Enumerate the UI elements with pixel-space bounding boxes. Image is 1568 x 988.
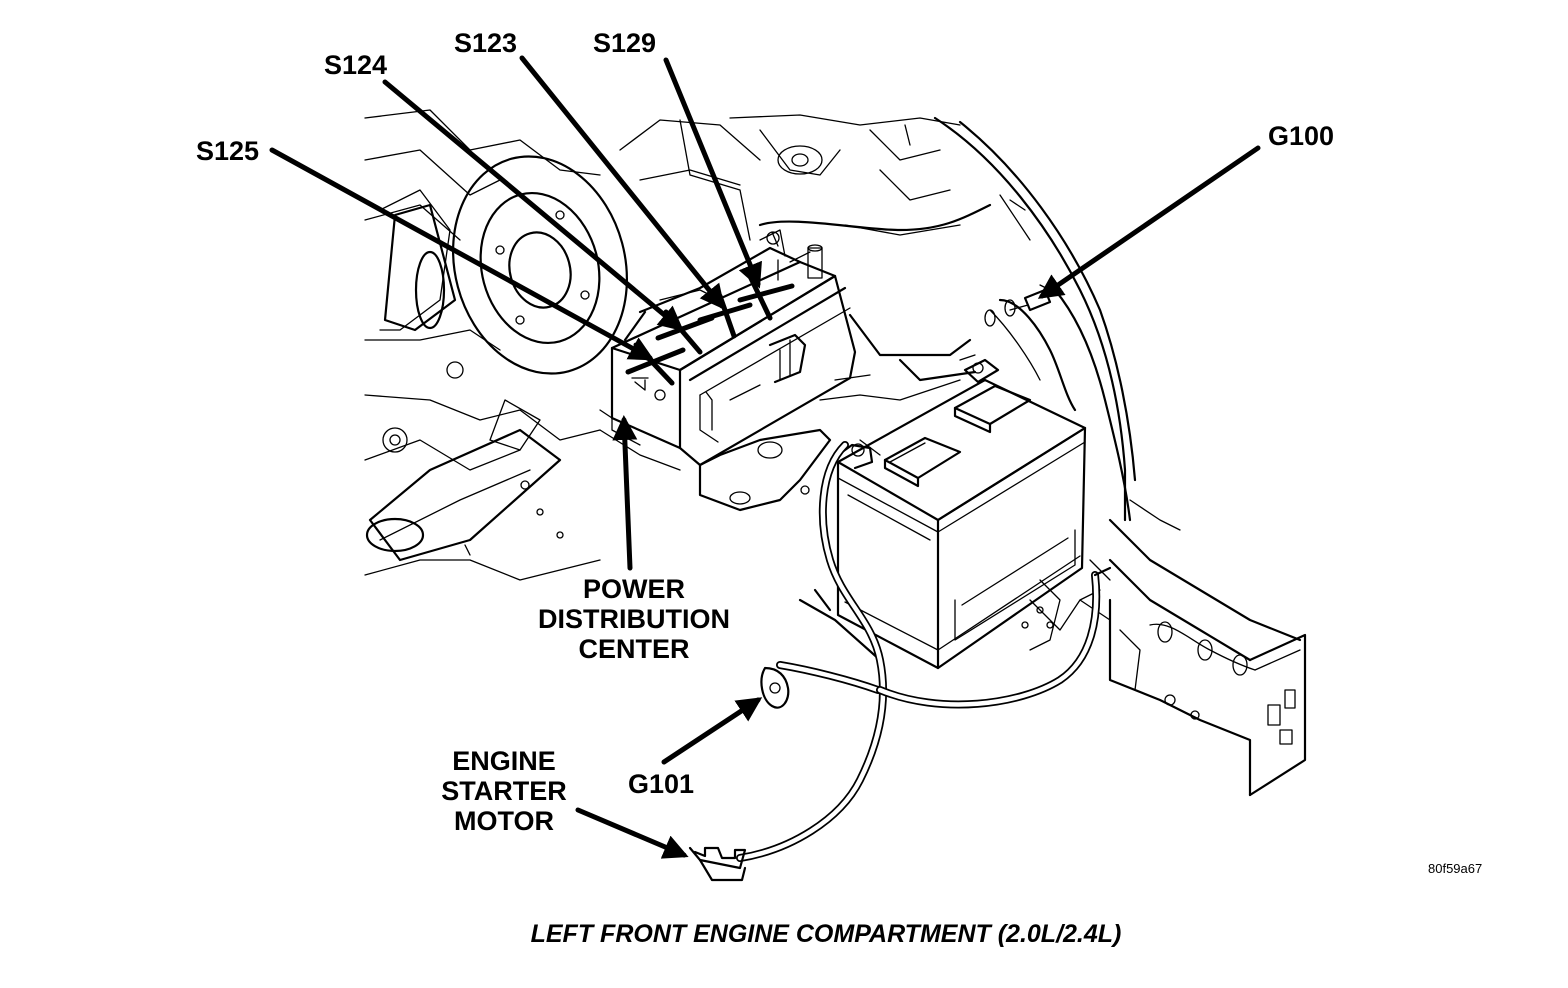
s125-leader-arrow xyxy=(269,147,655,361)
s123-leader-arrow xyxy=(519,55,726,310)
label-pdc-line-2: DISTRIBUTION xyxy=(538,604,730,634)
label-g100: G100 xyxy=(1268,121,1334,151)
label-power-distribution-center: POWER DISTRIBUTION CENTER xyxy=(538,574,730,664)
s124-leader-arrow xyxy=(382,79,684,332)
g100-leader-arrow xyxy=(1037,145,1261,299)
label-s124: S124 xyxy=(324,50,387,80)
label-g101: G101 xyxy=(628,769,694,799)
splice-x-marker-icon xyxy=(737,269,795,321)
g101-leader-arrow xyxy=(661,697,763,765)
callout-labels: S125 S124 S123 S129 G100 G101 POWER DIST… xyxy=(196,28,1482,948)
fender-rail-art xyxy=(1079,499,1307,797)
label-starter-line-3: MOTOR xyxy=(454,806,554,836)
s129-leader-arrow xyxy=(663,57,762,289)
harness-art xyxy=(758,203,1132,522)
figure-id: 80f59a67 xyxy=(1428,861,1482,876)
label-starter-line-2: STARTER xyxy=(441,776,567,806)
line-art xyxy=(364,109,1307,882)
label-s129: S129 xyxy=(593,28,656,58)
label-pdc-line-3: CENTER xyxy=(578,634,689,664)
diagram-caption: LEFT FRONT ENGINE COMPARTMENT (2.0L/2.4L… xyxy=(531,920,1122,948)
label-s125: S125 xyxy=(196,136,259,166)
label-starter-line-1: ENGINE xyxy=(452,746,556,776)
rotor-art xyxy=(452,155,628,375)
ground-eyelet-icon xyxy=(760,666,790,709)
engine-frame-art xyxy=(364,109,601,581)
label-s123: S123 xyxy=(454,28,517,58)
label-pdc-line-1: POWER xyxy=(583,574,685,604)
ground-cable-art xyxy=(688,288,1112,882)
battery-art xyxy=(836,354,1087,670)
starter-leader-arrow xyxy=(575,807,689,859)
label-engine-starter-motor: ENGINE STARTER MOTOR xyxy=(441,746,567,836)
pdc-leader-arrow xyxy=(612,415,638,571)
splice-x-marker-icon xyxy=(697,293,753,339)
leader-arrows xyxy=(269,55,1261,859)
